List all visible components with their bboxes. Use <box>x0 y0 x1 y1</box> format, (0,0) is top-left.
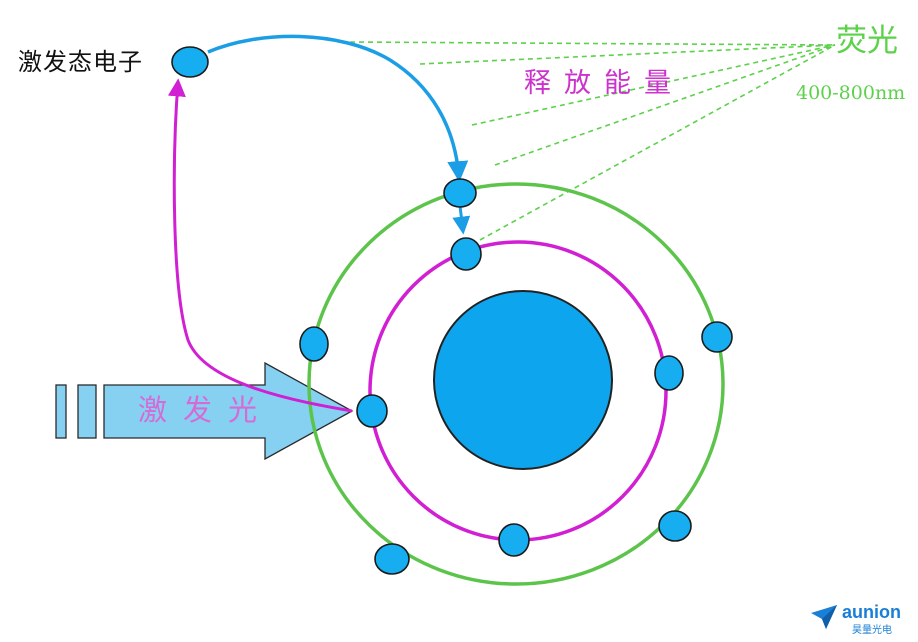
light-arrow-body <box>103 361 354 461</box>
light-bar-2 <box>77 384 97 439</box>
fluorescence-label: 荧光 <box>836 23 898 59</box>
excitation-path <box>167 78 353 413</box>
emission-ray-1 <box>349 41 836 46</box>
relaxation-step <box>452 205 471 235</box>
emission-ray-4 <box>494 44 836 166</box>
release-energy-label: 释放能量 <box>524 68 684 99</box>
electron-inner-right <box>654 355 684 391</box>
logo-name: aunion <box>842 602 901 622</box>
electron-outer-left <box>299 326 329 362</box>
electron-inner-left <box>356 394 388 428</box>
electron-inner-top <box>450 237 482 271</box>
outer-orbit <box>307 182 725 586</box>
electron-outer-right <box>701 321 733 353</box>
electron-inner-bottom <box>498 523 530 557</box>
excitation-light-label: 激发光 <box>138 393 274 427</box>
light-bar-1 <box>55 384 67 439</box>
emission-ray-3 <box>471 44 836 126</box>
excited-electron <box>171 46 209 78</box>
paper-plane-icon <box>811 605 837 629</box>
logo-subtitle: 昊量光电 <box>852 625 892 636</box>
electron-outer-bottom-right <box>658 510 692 542</box>
electron-outer-bottom-left <box>374 543 410 575</box>
emission-rays <box>349 41 836 241</box>
emission-ray-2 <box>419 44 836 65</box>
nucleus <box>433 290 613 470</box>
electron-outer-top <box>443 178 477 208</box>
wavelength-label: 400-800nm <box>796 82 906 104</box>
excitation-light-arrow <box>55 361 354 461</box>
excited-electron-label: 激发态电子 <box>18 48 143 76</box>
company-logo: aunion 昊量光电 <box>810 600 910 636</box>
emission-ray-5 <box>479 44 836 241</box>
relaxation-path <box>207 34 469 183</box>
